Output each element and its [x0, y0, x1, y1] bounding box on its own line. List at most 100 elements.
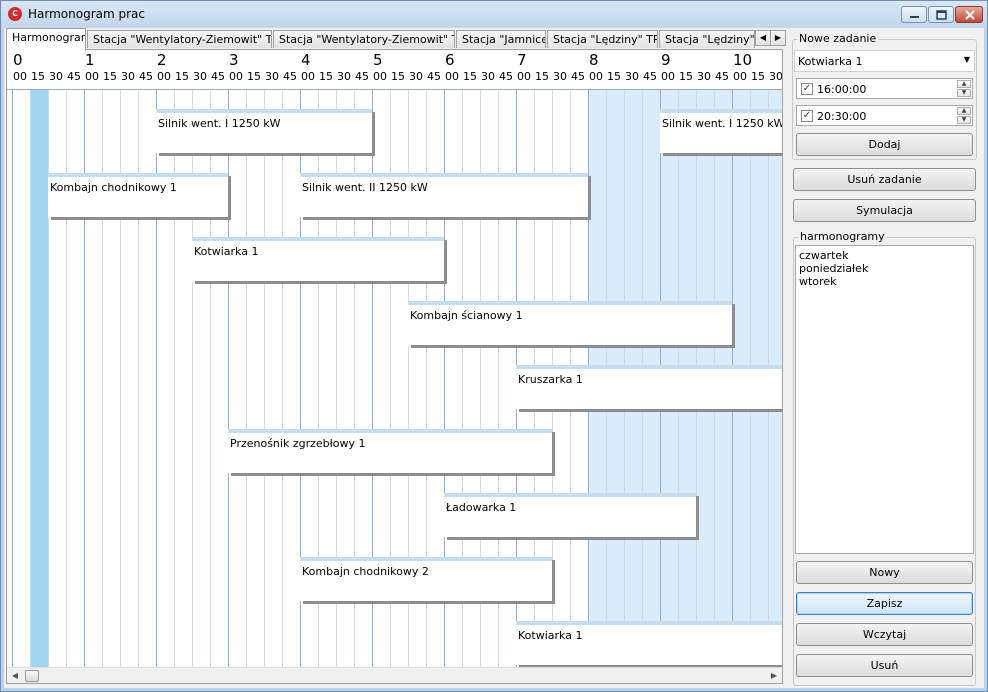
minute-label: 45	[211, 70, 225, 83]
minute-label: 00	[13, 70, 27, 83]
maximize-button[interactable]	[928, 6, 954, 23]
hour-gridline	[84, 90, 85, 667]
task-bar[interactable]: Kotwiarka 1	[192, 237, 444, 281]
save-schedule-button[interactable]: Zapisz	[796, 592, 973, 615]
maximize-icon	[936, 10, 947, 20]
minute-label: 30	[193, 70, 207, 83]
minute-label: 30	[625, 70, 639, 83]
hour-label: 9	[661, 51, 671, 69]
hour-gridline	[444, 90, 445, 667]
scroll-right-icon[interactable]: ▶	[770, 671, 778, 680]
task-bar[interactable]: Ładowarka 1	[444, 493, 696, 537]
add-task-button[interactable]: Dodaj	[796, 133, 973, 156]
quarter-gridline	[498, 90, 499, 667]
tab-stacja-wentylatory-tr1[interactable]: Stacja "Wentylatory-Ziemowit" TR I	[87, 30, 272, 48]
minute-label: 00	[661, 70, 675, 83]
start-time-down-icon[interactable]: ▼	[957, 89, 971, 97]
start-time-field[interactable]: ✓ 16:00:00 ▲ ▼	[796, 78, 973, 99]
task-bar[interactable]: Silnik went. I 1250 kW	[660, 109, 782, 153]
minute-label: 15	[247, 70, 261, 83]
task-bar[interactable]: Kruszarka 1	[516, 365, 782, 409]
hour-label: 3	[229, 51, 239, 69]
tab-stacja-jamnice[interactable]: Stacja "Jamnice"	[456, 30, 546, 48]
minimize-button[interactable]	[901, 6, 927, 23]
close-button[interactable]	[955, 6, 983, 23]
hour-label: 10	[733, 51, 753, 69]
new-task-group-title: Nowe zadanie	[797, 32, 879, 45]
end-time-up-icon[interactable]: ▲	[957, 107, 971, 115]
task-label: Ładowarka 1	[446, 501, 517, 514]
end-time-down-icon[interactable]: ▼	[957, 116, 971, 124]
quarter-gridline	[138, 90, 139, 667]
task-label: Kombajn ścianowy 1	[410, 309, 523, 322]
tab-harmonogram[interactable]: Harmonogram	[6, 28, 86, 51]
task-label: Kotwiarka 1	[194, 245, 259, 258]
task-bar[interactable]: Kotwiarka 1	[516, 621, 782, 665]
load-schedule-button[interactable]: Wczytaj	[796, 623, 973, 646]
minute-label: 00	[301, 70, 315, 83]
close-icon	[965, 10, 975, 20]
minimize-icon	[910, 16, 919, 18]
tab-stacja-ledziny-tr1[interactable]: Stacja "Lędziny" TR I	[547, 30, 658, 48]
app-logo-icon: C	[8, 7, 22, 21]
list-item[interactable]: czwartek	[799, 249, 849, 262]
start-time-up-icon[interactable]: ▲	[957, 80, 971, 88]
scroll-left-icon[interactable]: ◀	[11, 671, 19, 680]
schedules-list[interactable]: czwartek poniedziałek wtorek	[795, 245, 974, 554]
quarter-gridline	[210, 90, 211, 667]
tab-scroll-left-button[interactable]: ◀	[755, 30, 771, 46]
hour-label: 8	[589, 51, 599, 69]
device-select[interactable]: Kotwiarka 1 ▼	[794, 50, 975, 72]
minute-label: 45	[427, 70, 441, 83]
remove-task-button[interactable]: Usuń zadanie	[793, 168, 976, 191]
hour-gridline	[300, 90, 301, 667]
chevron-down-icon: ▼	[963, 55, 970, 64]
task-bar[interactable]: Kombajn chodnikowy 2	[300, 557, 552, 601]
quarter-gridline	[246, 90, 247, 667]
task-label: Przenośnik zgrzebłowy 1	[230, 437, 366, 450]
hour-gridline	[156, 90, 157, 667]
hour-label: 4	[301, 51, 311, 69]
minute-label: 15	[607, 70, 621, 83]
start-time-checkbox[interactable]: ✓	[801, 83, 813, 95]
quarter-gridline	[390, 90, 391, 667]
tab-stacja-ledziny-tr[interactable]: Stacja "Lędziny" TR	[659, 30, 755, 48]
list-item[interactable]: wtorek	[799, 275, 837, 288]
task-bar[interactable]: Silnik went. II 1250 kW	[300, 173, 588, 217]
task-bar[interactable]: Silnik went. I 1250 kW	[156, 109, 372, 153]
new-schedule-button[interactable]: Nowy	[796, 561, 973, 584]
minute-label: 00	[373, 70, 387, 83]
quarter-gridline	[174, 90, 175, 667]
quarter-gridline	[102, 90, 103, 667]
scroll-thumb[interactable]	[25, 670, 39, 682]
hour-label: 7	[517, 51, 527, 69]
minute-label: 00	[733, 70, 747, 83]
delete-schedule-button[interactable]: Usuń	[796, 654, 973, 677]
minute-label: 15	[679, 70, 693, 83]
hour-label: 1	[85, 51, 95, 69]
horizontal-scrollbar[interactable]: ◀ ▶	[7, 667, 782, 683]
minute-label: 30	[409, 70, 423, 83]
end-time-field[interactable]: ✓ 20:30:00 ▲ ▼	[796, 105, 973, 126]
tab-stacja-wentylatory-tr2[interactable]: Stacja "Wentylatory-Ziemowit" TR II	[273, 30, 455, 48]
list-item[interactable]: poniedziałek	[799, 262, 869, 275]
minute-label: 00	[229, 70, 243, 83]
minute-label: 15	[391, 70, 405, 83]
hour-gridline	[12, 90, 13, 667]
minute-label: 15	[463, 70, 477, 83]
task-bar[interactable]: Przenośnik zgrzebłowy 1	[228, 429, 552, 473]
end-time-checkbox[interactable]: ✓	[801, 110, 813, 122]
minute-label: 15	[535, 70, 549, 83]
minute-label: 30	[49, 70, 63, 83]
quarter-gridline	[408, 90, 409, 667]
quarter-gridline	[66, 90, 67, 667]
quarter-gridline	[318, 90, 319, 667]
task-bar[interactable]: Kombajn ścianowy 1	[408, 301, 732, 345]
minute-label: 45	[571, 70, 585, 83]
simulation-button[interactable]: Symulacja	[793, 199, 976, 222]
task-bar[interactable]: Kombajn chodnikowy 1	[48, 173, 228, 217]
tab-scroll-right-button[interactable]: ▶	[770, 30, 786, 46]
minute-label: 30	[337, 70, 351, 83]
